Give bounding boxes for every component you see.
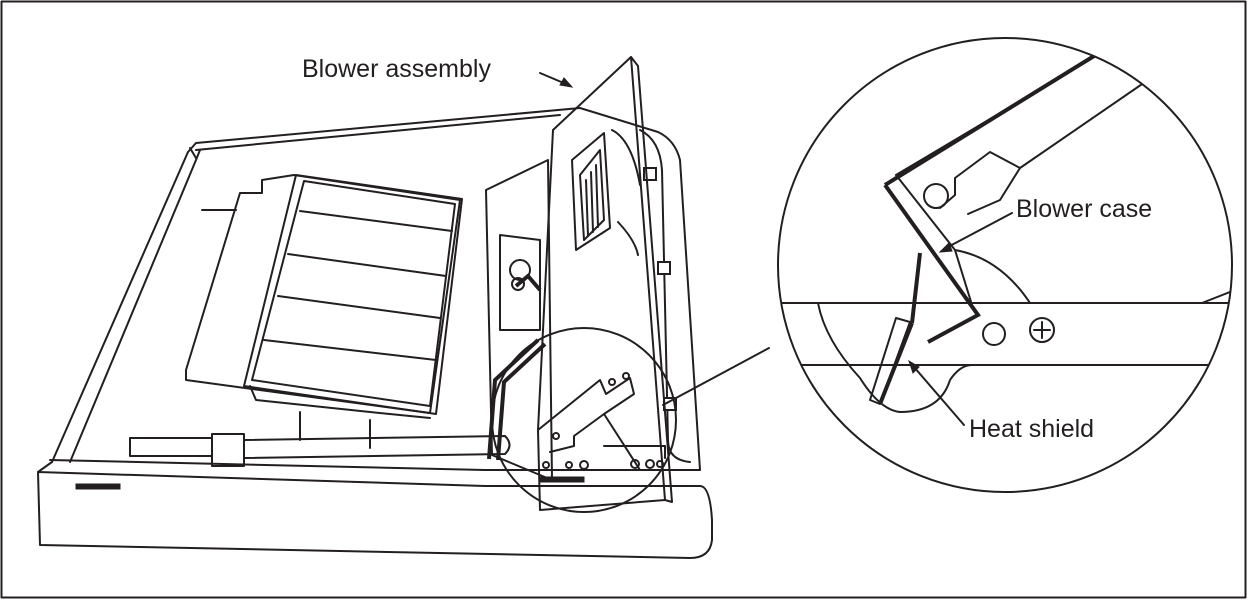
detail-hole-upper bbox=[923, 183, 949, 209]
left-rim bbox=[51, 107, 701, 471]
heat-shield-leader bbox=[908, 359, 965, 426]
heat-shield-edge bbox=[910, 252, 922, 324]
rod-assembly bbox=[129, 433, 511, 467]
blower-assembly-label: Blower assembly bbox=[302, 55, 491, 83]
tray-slot-left bbox=[75, 483, 121, 490]
magnify-source-circle bbox=[491, 327, 677, 513]
blower-case-leader bbox=[938, 212, 1013, 253]
heating-element-panel bbox=[185, 174, 463, 449]
detail-view bbox=[777, 37, 1233, 493]
magnify-link-line bbox=[662, 347, 770, 406]
base-tray bbox=[37, 471, 713, 559]
detail-screw-rail bbox=[1029, 317, 1055, 343]
detail-circle bbox=[777, 37, 1233, 493]
blower-case-edge bbox=[883, 38, 1130, 187]
heat-shield-label: Heat shield bbox=[969, 415, 1095, 443]
blower-assembly-panel bbox=[537, 56, 673, 511]
blower-assembly-leader bbox=[539, 72, 574, 88]
rail-screws bbox=[542, 445, 666, 470]
appliance-unit bbox=[37, 56, 713, 559]
detail-hole-rail bbox=[982, 322, 1006, 346]
blower-case-label: Blower case bbox=[1016, 195, 1153, 223]
